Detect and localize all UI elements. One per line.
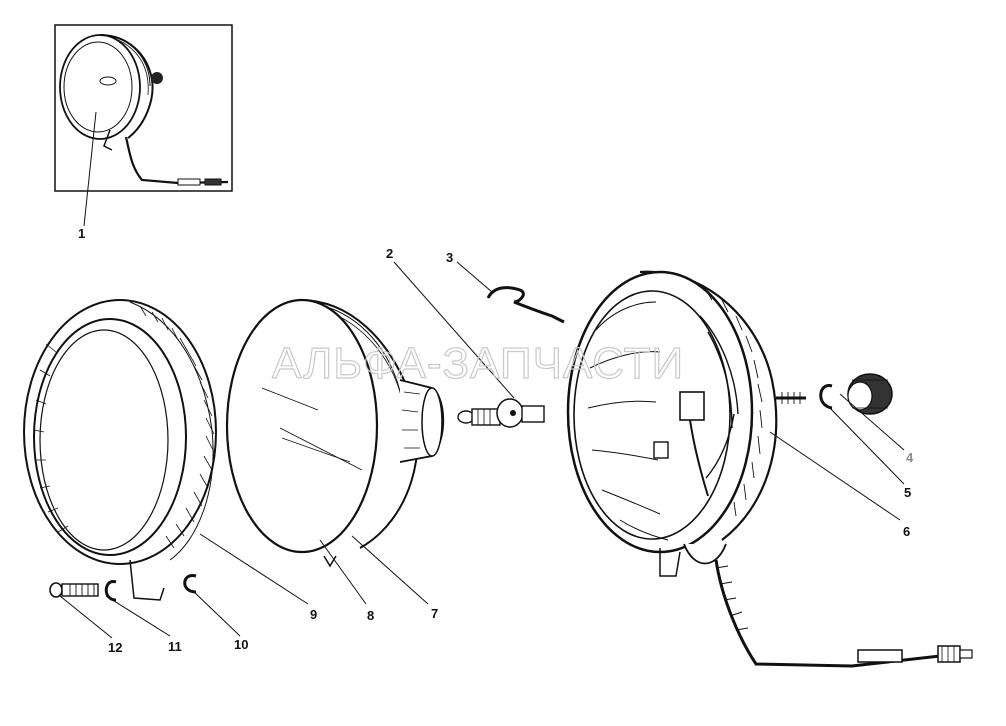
lens-reflector-unit [225, 298, 445, 568]
callout-9: 9 [310, 607, 317, 622]
mounting-screw [49, 582, 99, 598]
callout-1: 1 [78, 226, 85, 241]
callout-7: 7 [431, 606, 438, 621]
bulb [457, 398, 545, 428]
callout-5: 5 [904, 485, 911, 500]
callout-4: 4 [906, 450, 914, 465]
callout-10: 10 [234, 637, 248, 652]
retaining-wire [486, 286, 565, 324]
leader-lines [59, 111, 905, 639]
headlamp-housing [566, 270, 973, 668]
callout-6: 6 [903, 524, 910, 539]
callout-11: 11 [168, 639, 182, 654]
watermark-text: АЛЬФА-ЗАПЧАСТИ [272, 339, 684, 388]
assembled-headlamp-inset [54, 24, 233, 192]
cap-nut [847, 373, 893, 415]
callout-labels: 1 2 3 4 5 6 7 8 9 10 11 12 [78, 226, 914, 655]
callout-8: 8 [367, 608, 374, 623]
washer-10 [183, 574, 197, 594]
callout-2: 2 [386, 246, 393, 261]
headlamp-rim [23, 299, 217, 601]
callout-12: 12 [108, 640, 122, 655]
callout-3: 3 [446, 250, 453, 265]
washer-11 [104, 580, 117, 602]
